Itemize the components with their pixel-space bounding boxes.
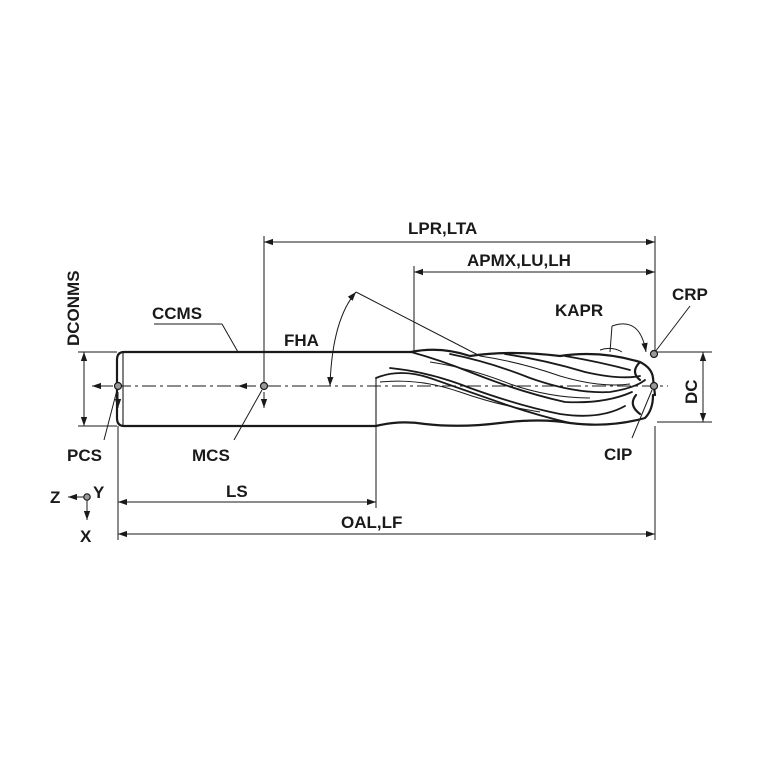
flute-bottom-edge [374, 393, 655, 428]
dim-dc [657, 351, 712, 423]
dim-lpr-lta [263, 236, 656, 384]
label-dc: DC [682, 379, 701, 404]
leader-cip [631, 389, 653, 439]
helix-2 [389, 367, 626, 417]
helix-inner-1 [379, 380, 541, 413]
leader-mcs [233, 389, 263, 441]
point-mcs [259, 381, 269, 391]
label-lpr-lta: LPR,LTA [408, 219, 477, 238]
helix-6 [564, 355, 631, 371]
leader-ccms-2 [221, 323, 239, 353]
axis-origin [83, 493, 91, 501]
label-dconms: DCONMS [64, 270, 83, 346]
point-pcs [113, 381, 123, 391]
helix-inner-3 [479, 355, 631, 386]
dim-oal-lf [118, 426, 656, 540]
label-axis-z: Z [50, 488, 60, 507]
axis-indicator [68, 493, 91, 520]
leader-kapr [611, 323, 648, 353]
label-cip: CIP [604, 445, 632, 464]
arc-fha [327, 291, 357, 387]
helix-inner-2 [429, 361, 591, 399]
dim-ls [117, 426, 377, 540]
dim-dconms [78, 351, 117, 427]
kapr-ref-line [609, 325, 613, 353]
label-mcs: MCS [192, 446, 230, 465]
label-oal-lf: OAL,LF [341, 513, 402, 532]
relief-stroke [599, 347, 623, 353]
leader-pcs [103, 389, 118, 441]
label-ccms: CCMS [152, 304, 202, 323]
label-kapr: KAPR [555, 301, 603, 320]
label-ls: LS [226, 482, 248, 501]
label-crp: CRP [672, 285, 708, 304]
label-fha: FHA [284, 331, 319, 350]
label-axis-y: Y [93, 483, 105, 502]
dim-apmx [413, 266, 655, 352]
tool-body [115, 347, 657, 428]
label-axis-x: X [80, 527, 92, 546]
leader-crp [654, 305, 691, 353]
helix-4 [449, 353, 646, 394]
fha-helix-ref [355, 291, 481, 357]
label-pcs: PCS [67, 446, 102, 465]
point-cip [649, 381, 659, 391]
helix-5 [504, 353, 641, 379]
point-crp [649, 349, 659, 359]
flute-top-edge [409, 348, 655, 380]
helix-3 [410, 351, 633, 404]
helix-1 [375, 372, 571, 424]
label-apmx-lu-lh: APMX,LU,LH [467, 251, 571, 270]
